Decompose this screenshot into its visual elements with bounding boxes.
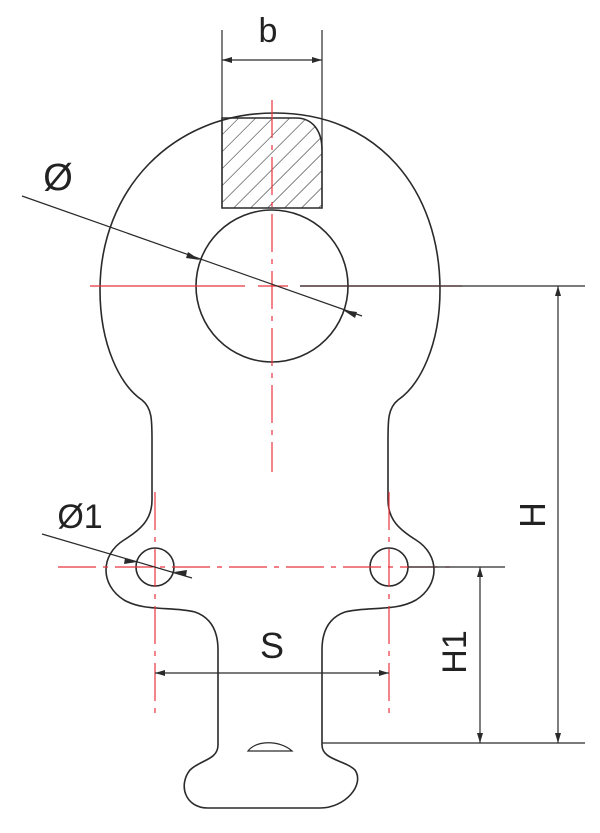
dim-phi-arrow-1 xyxy=(186,252,200,260)
dim-s-arrow-right xyxy=(379,670,389,676)
dim-h-label: H xyxy=(512,502,553,528)
part-outline xyxy=(99,112,441,809)
dim-b-arrow-left xyxy=(222,57,232,63)
bottom-slot xyxy=(246,742,294,752)
dim-h1-arrow-bottom xyxy=(477,733,483,743)
dim-phi1-leader xyxy=(41,533,193,579)
dim-phi1-arrow-1 xyxy=(124,558,137,564)
dim-b-arrow-right xyxy=(312,57,322,63)
dim-phi1-label: Ø1 xyxy=(57,498,102,536)
dim-b-label: b xyxy=(259,12,278,50)
dim-phi-arrow-2 xyxy=(343,310,357,318)
dim-s-label: S xyxy=(260,625,284,666)
dim-h-arrow-bottom xyxy=(555,733,561,743)
dim-h1-arrow-top xyxy=(477,567,483,577)
dim-phi1-arrow-2 xyxy=(174,570,187,576)
dim-h-arrow-top xyxy=(555,286,561,296)
dim-phi-label: Ø xyxy=(43,157,73,199)
dim-h1-label: H1 xyxy=(436,630,474,673)
dim-s-arrow-left xyxy=(155,670,165,676)
